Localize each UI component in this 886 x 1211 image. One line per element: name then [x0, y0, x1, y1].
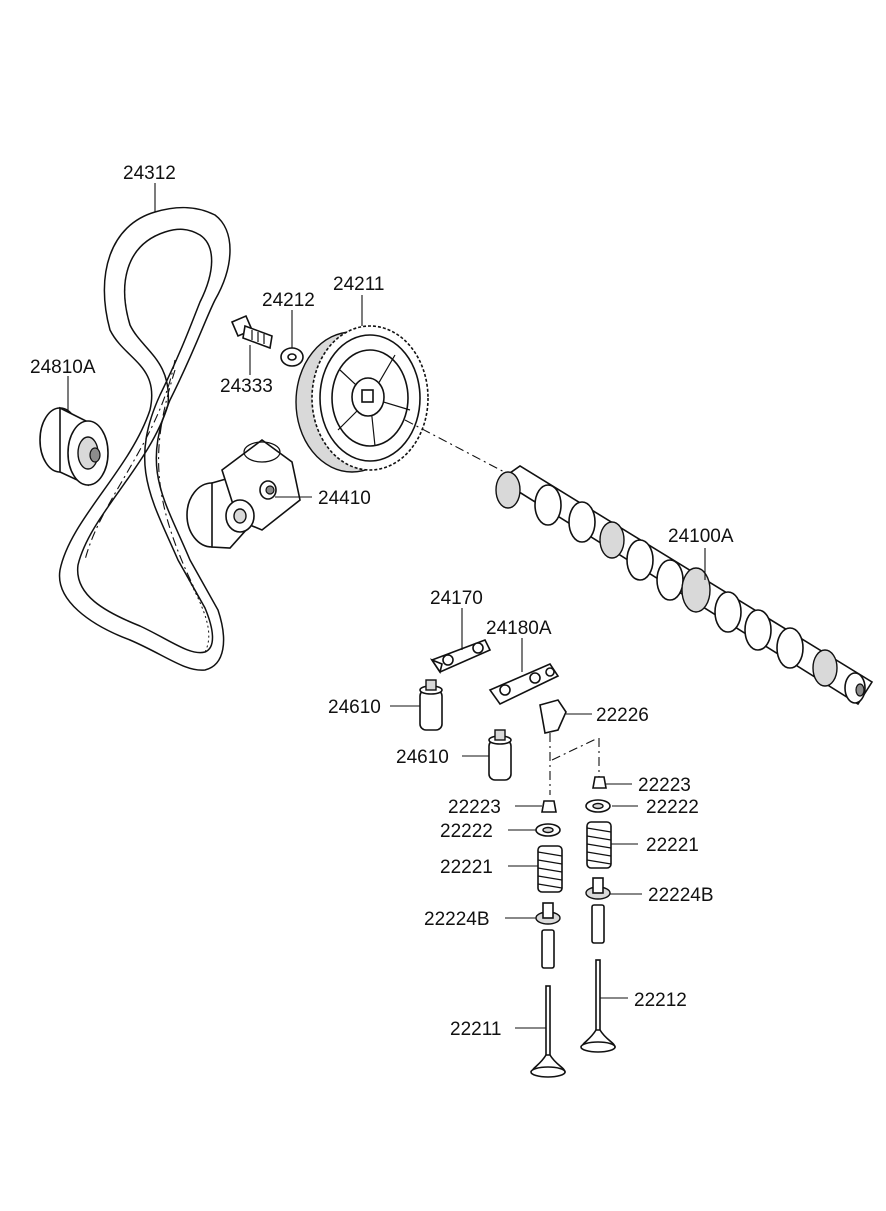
label-retainer-right: 22222: [646, 797, 699, 818]
label-stem-seal-right: 22224B: [648, 885, 714, 906]
label-stem-seal-left: 22224B: [424, 909, 490, 930]
label-washer: 24212: [262, 290, 315, 311]
label-exhaust-valve: 22212: [634, 990, 687, 1011]
label-rocker-arm-a: 24170: [430, 588, 483, 609]
idler-pulley: [39, 406, 109, 487]
label-spring-left: 22221: [440, 857, 493, 878]
lash-adjuster-b: [488, 729, 512, 781]
label-spring-right: 22221: [646, 835, 699, 856]
washer: [280, 347, 304, 367]
label-lash-adjuster-b: 24610: [396, 747, 449, 768]
rocker-arm-b: [488, 663, 560, 706]
label-valve-tip: 22226: [596, 705, 649, 726]
timing-belt: [58, 206, 231, 671]
tensioner: [186, 439, 301, 549]
label-idler-pulley: 24810A: [30, 357, 96, 378]
label-cam-sprocket: 24211: [333, 274, 384, 295]
label-retainer-left: 22222: [440, 821, 493, 842]
label-timing-belt: 24312: [123, 163, 176, 184]
camshaft: [495, 465, 874, 706]
label-camshaft: 24100A: [668, 526, 734, 547]
cam-sprocket: [295, 325, 511, 476]
leader-lines: [67, 183, 706, 1029]
valve-tip: [539, 699, 600, 795]
label-intake-valve: 22211: [450, 1019, 501, 1040]
label-retainer-lock-right: 22223: [638, 775, 691, 796]
rocker-arm-a: [429, 638, 492, 674]
label-tensioner: 24410: [318, 488, 371, 509]
label-retainer-lock-left: 22223: [448, 797, 501, 818]
right-valve-stack: [580, 776, 616, 1053]
label-bolt: 24333: [220, 376, 273, 397]
lash-adjuster-a: [419, 679, 443, 731]
bolt: [230, 314, 273, 350]
left-valve-stack: [530, 800, 566, 1078]
label-lash-adjuster-a: 24610: [328, 697, 381, 718]
label-rocker-arm-b: 24180A: [486, 618, 552, 639]
